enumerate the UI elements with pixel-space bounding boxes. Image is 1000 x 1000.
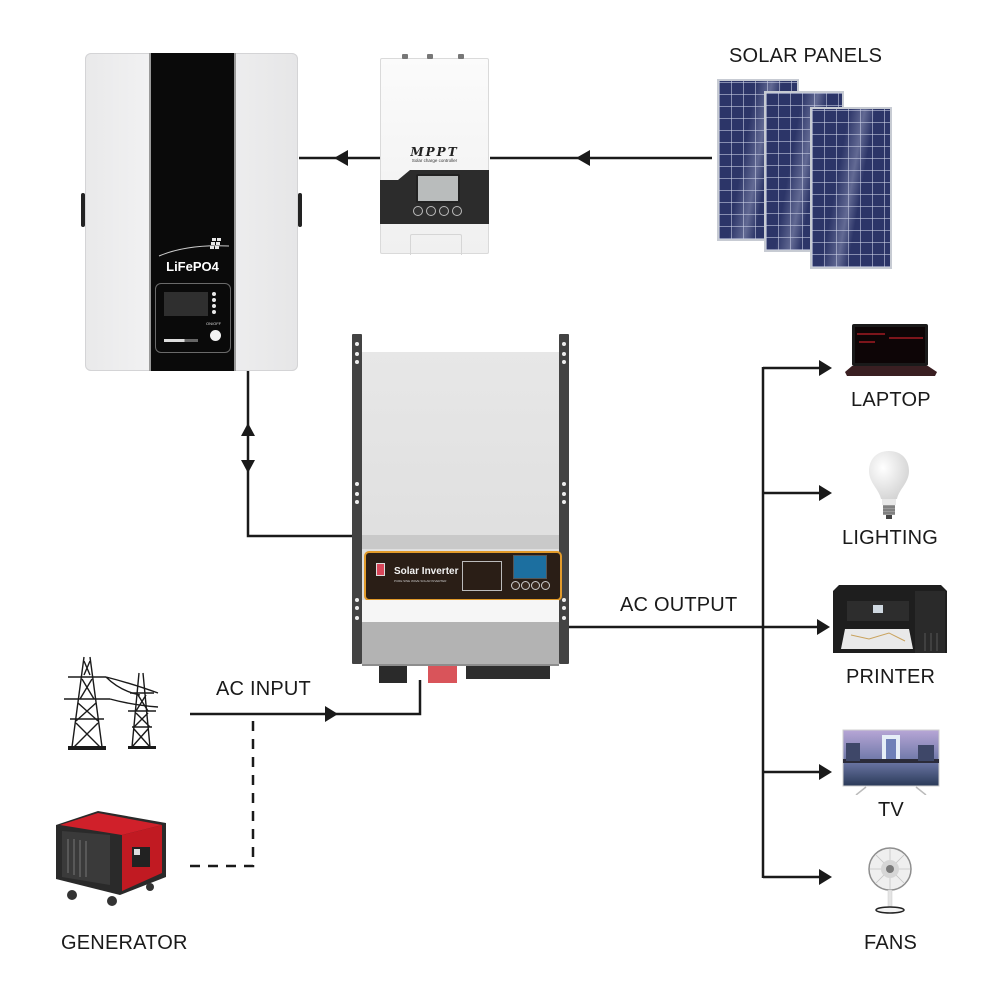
battery-lcd	[164, 292, 208, 316]
controller-terminal	[458, 54, 464, 59]
arrow-to-fans	[819, 869, 832, 885]
inverter-front-panel: Solar Inverter PURE SINE WAVE SOLAR INVE…	[364, 551, 562, 601]
controller-brand: MPPT	[410, 145, 459, 159]
controller-button[interactable]	[439, 206, 449, 216]
controller-terminal	[402, 54, 408, 59]
inverter-lcd	[513, 555, 547, 579]
inverter-power-switch[interactable]	[376, 563, 385, 576]
controller-button[interactable]	[452, 206, 462, 216]
battery-handle-left	[81, 193, 85, 227]
inverter-terminal-block	[466, 666, 550, 679]
wire-generator-dashed	[190, 716, 255, 868]
arrow-mppt-to-battery	[334, 150, 348, 166]
printer-icon	[833, 585, 947, 653]
controller-button[interactable]	[413, 206, 423, 216]
load-label-fans: FANS	[864, 932, 918, 954]
lifepo4-battery: LiFePO4 ON/OFF	[81, 53, 302, 371]
status-led	[212, 292, 216, 296]
power-tower-icon	[64, 656, 159, 750]
battery-power-button[interactable]	[210, 330, 221, 341]
battery-front-stripe: LiFePO4 ON/OFF	[149, 53, 236, 371]
status-led	[212, 310, 216, 314]
inverter-terminal-red	[428, 666, 457, 683]
inverter-button[interactable]	[511, 581, 520, 590]
battery-handle-right	[298, 193, 302, 227]
arrow-to-laptop	[819, 360, 832, 376]
soc-indicator	[164, 339, 198, 342]
inverter-mount-rail-left	[352, 334, 362, 664]
inverter-terminal-black	[379, 666, 407, 683]
arrow-down-inverter	[241, 460, 255, 473]
solar-panel-icon	[810, 107, 892, 269]
load-label-lighting: LIGHTING	[842, 527, 939, 549]
power-button-label: ON/OFF	[206, 321, 222, 326]
ac-input-label: AC INPUT	[216, 678, 311, 700]
ac-output-label: AC OUTPUT	[620, 594, 738, 616]
status-led	[212, 304, 216, 308]
inverter-button[interactable]	[521, 581, 530, 590]
arrow-solar-to-mppt	[576, 150, 590, 166]
load-label-tv: TV	[878, 799, 904, 821]
wire-battery-to-inverter	[246, 371, 352, 538]
mppt-charge-controller: MPPT Solar charge controller	[380, 54, 489, 255]
arrow-ac-input	[325, 706, 338, 722]
inverter-subtitle: PURE SINE WAVE SOLAR INVERTER	[394, 579, 447, 583]
inverter-spec-table	[462, 561, 502, 591]
solar-panels-label: SOLAR PANELS	[729, 45, 883, 67]
load-label-printer: PRINTER	[846, 666, 936, 688]
load-label-laptop: LAPTOP	[851, 389, 931, 411]
generator-icon	[56, 811, 166, 906]
arrow-up-battery	[241, 423, 255, 436]
status-led	[212, 298, 216, 302]
inverter-button[interactable]	[541, 581, 550, 590]
terminal-cover	[410, 234, 462, 255]
light-bulb-icon	[869, 451, 909, 519]
inverter-brand: Solar Inverter	[394, 566, 459, 577]
solar-cell-logo-icon	[158, 238, 230, 257]
controller-button[interactable]	[426, 206, 436, 216]
controller-lcd	[416, 174, 460, 203]
arrow-to-lighting	[819, 485, 832, 501]
controller-subtitle: Solar charge controller	[411, 158, 458, 163]
arrow-to-tv	[819, 764, 832, 780]
laptop-icon	[845, 324, 937, 376]
inverter-button[interactable]	[531, 581, 540, 590]
controller-terminal	[427, 54, 433, 59]
tv-icon	[842, 729, 940, 795]
inverter-mount-rail-right	[559, 334, 569, 664]
generator-label: GENERATOR	[61, 932, 188, 954]
fan-icon	[868, 847, 912, 914]
battery-control-panel: ON/OFF	[155, 283, 231, 353]
battery-brand-label: LiFePO4	[166, 259, 219, 274]
